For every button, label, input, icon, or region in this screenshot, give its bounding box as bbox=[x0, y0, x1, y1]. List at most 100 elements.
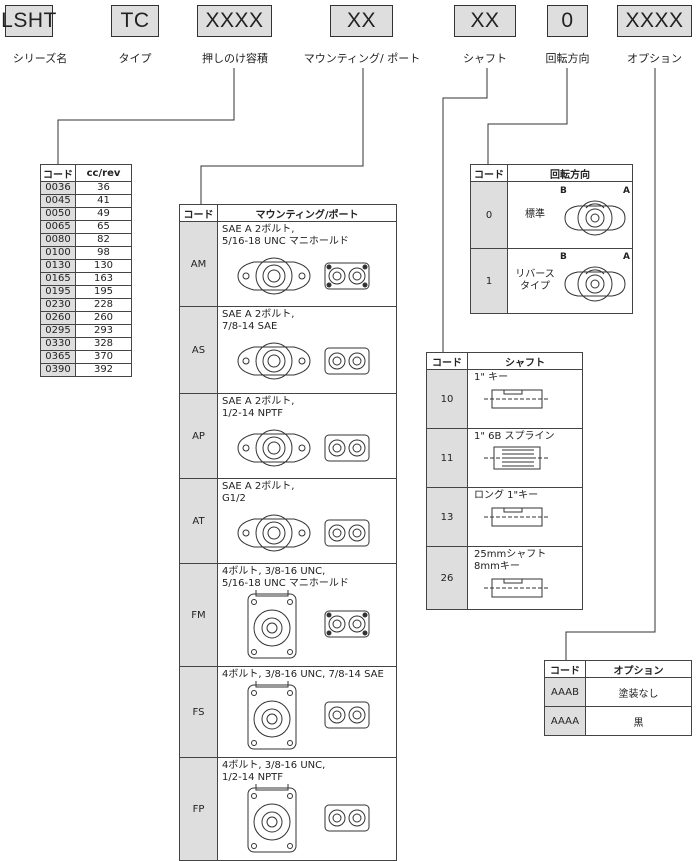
port-face-drawing bbox=[324, 701, 370, 729]
displacement-value: 82 bbox=[75, 233, 132, 247]
mounting-desc-cell: SAE A 2ボルト,5/16-18 UNC マニホールド bbox=[217, 221, 397, 307]
port-face-drawing bbox=[324, 434, 370, 462]
option-header-desc: オプション bbox=[585, 660, 692, 678]
four-bolt-flange-drawing bbox=[247, 781, 297, 853]
option-desc: 黒 bbox=[585, 706, 692, 736]
displacement-code: 0295 bbox=[40, 324, 76, 338]
mounting-header-desc: マウンティング/ポート bbox=[217, 204, 397, 222]
displacement-value: 392 bbox=[75, 363, 132, 377]
mounting-desc-cell: SAE A 2ボルト,1/2-14 NPTF bbox=[217, 393, 397, 479]
displacement-value: 195 bbox=[75, 285, 132, 299]
option-header-code: コード bbox=[544, 660, 586, 678]
displacement-code: 0260 bbox=[40, 311, 76, 325]
rotation-drawing bbox=[564, 200, 626, 236]
displacement-value: 328 bbox=[75, 337, 132, 351]
displacement-value: 65 bbox=[75, 220, 132, 234]
port-face-drawing bbox=[324, 804, 370, 832]
shaft-header-desc: シャフト bbox=[467, 352, 583, 370]
shaft-code: 10 bbox=[426, 369, 468, 429]
shaft-desc-line1: 1" 6B スプライン bbox=[474, 431, 555, 442]
mounting-desc-line2: 5/16-18 UNC マニホールド bbox=[222, 236, 349, 247]
rotation-drawing bbox=[564, 266, 626, 302]
port-face-drawing bbox=[324, 610, 370, 638]
shaft-desc-line1: ロング 1"キー bbox=[474, 490, 539, 501]
mounting-drawing bbox=[247, 781, 370, 853]
displacement-code: 0036 bbox=[40, 181, 76, 195]
code-box-option: XXXX bbox=[617, 5, 692, 37]
port-face-drawing bbox=[324, 347, 370, 375]
mounting-desc-cell: 4ボルト, 3/8-16 UNC,1/2-14 NPTF bbox=[217, 757, 397, 861]
shaft-code: 26 bbox=[426, 546, 468, 610]
mounting-desc-cell: 4ボルト, 3/8-16 UNC, 7/8-14 SAE bbox=[217, 666, 397, 758]
mounting-desc-cell: 4ボルト, 3/8-16 UNC,5/16-18 UNC マニホールド bbox=[217, 563, 397, 667]
rotation-legend-a: A bbox=[623, 186, 630, 196]
code-box-type: TC bbox=[111, 5, 159, 37]
shaft-drawing bbox=[484, 507, 550, 527]
sae-flange-drawing bbox=[237, 342, 311, 380]
shaft-desc-cell: ロング 1"キー bbox=[467, 487, 583, 547]
code-box-displacement: XXXX bbox=[197, 5, 272, 37]
displacement-code: 0100 bbox=[40, 246, 76, 260]
shaft-header-code: コード bbox=[426, 352, 468, 370]
sae-flange-drawing bbox=[237, 257, 311, 295]
mounting-desc-cell: SAE A 2ボルト,7/8-14 SAE bbox=[217, 306, 397, 394]
option-code: AAAA bbox=[544, 706, 586, 736]
mounting-code: AS bbox=[179, 306, 218, 394]
mounting-code: FP bbox=[179, 757, 218, 861]
displacement-value: 41 bbox=[75, 194, 132, 208]
code-box-series: LSHT bbox=[1, 5, 56, 37]
label-option: オプション bbox=[627, 52, 682, 65]
mounting-desc-line1: SAE A 2ボルト, bbox=[222, 396, 295, 407]
rotation-desc-line2: タイプ bbox=[520, 281, 550, 292]
shaft-desc-cell: 1" 6B スプライン bbox=[467, 428, 583, 488]
shaft-drawing bbox=[484, 389, 550, 409]
mounting-drawing bbox=[237, 257, 370, 295]
mounting-drawing bbox=[237, 342, 370, 380]
mounting-code: FS bbox=[179, 666, 218, 758]
rotation-desc-line1: リバース bbox=[515, 269, 555, 280]
sae-flange-drawing bbox=[237, 514, 311, 552]
displacement-value: 260 bbox=[75, 311, 132, 325]
rotation-desc-text: 標準 bbox=[510, 209, 560, 221]
rotation-header-code: コード bbox=[470, 164, 508, 182]
displacement-value: 49 bbox=[75, 207, 132, 221]
mounting-desc-line2: 1/2-14 NPTF bbox=[222, 772, 283, 783]
label-mounting: マウンティング/ ポート bbox=[303, 52, 421, 65]
mounting-drawing bbox=[247, 678, 370, 750]
displacement-value: 98 bbox=[75, 246, 132, 260]
mounting-code: AP bbox=[179, 393, 218, 479]
displacement-code: 0365 bbox=[40, 350, 76, 364]
label-type: タイプ bbox=[118, 52, 152, 65]
port-face-drawing bbox=[324, 262, 370, 290]
mounting-desc-line1: 4ボルト, 3/8-16 UNC, bbox=[222, 566, 326, 577]
shaft-desc-line1: 1" キー bbox=[474, 372, 509, 383]
mounting-desc-line2: 1/2-14 NPTF bbox=[222, 408, 283, 419]
mounting-code: AM bbox=[179, 221, 218, 307]
